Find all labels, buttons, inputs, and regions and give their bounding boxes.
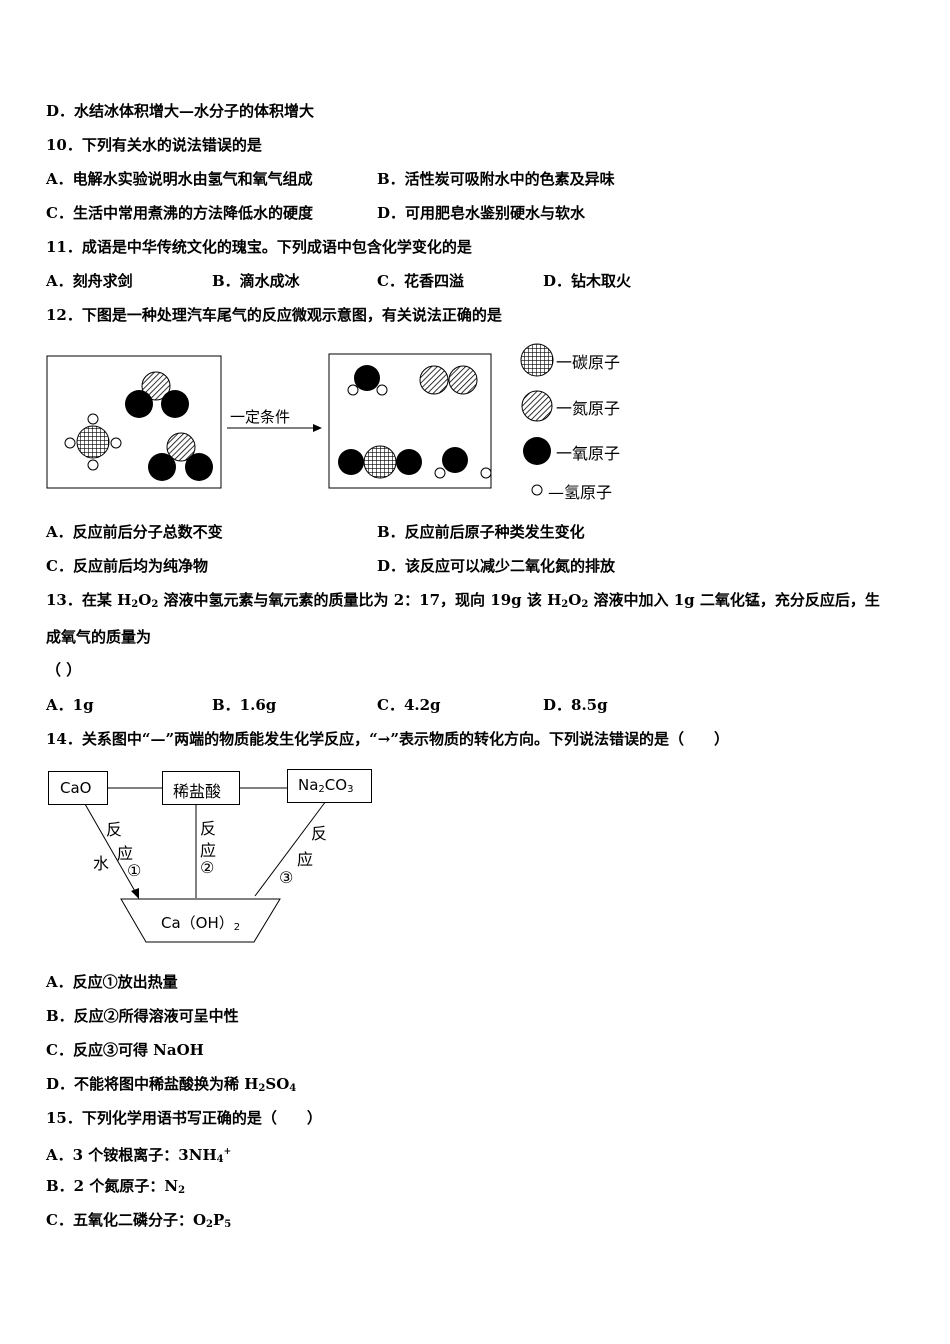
legend-carbon: 一碳原子 bbox=[556, 353, 621, 372]
q10-option-c: C．生活中常用煮沸的方法降低水的硬度 bbox=[46, 204, 313, 222]
node-dilute-hcl: 稀盐酸 bbox=[162, 771, 240, 805]
q15-option-b: B．2 个氮原子：N2 bbox=[46, 1177, 186, 1196]
edge1-water: 水 bbox=[93, 854, 110, 873]
q10-option-d: D．可用肥皂水鉴别硬水与软水 bbox=[377, 204, 586, 222]
edge3-char2: 应 bbox=[297, 850, 314, 869]
q13-stem-line2: 成氧气的质量为 bbox=[46, 628, 152, 646]
node-na2co3: Na2CO3 bbox=[287, 769, 372, 803]
q13-option-b: B．1.6g bbox=[212, 696, 277, 714]
q9-option-d: D．水结冰体积增大—水分子的体积增大 bbox=[46, 102, 315, 120]
q11-stem: 11．成语是中华传统文化的瑰宝。下列成语中包含化学变化的是 bbox=[46, 238, 472, 256]
q13-option-c: C．4.2g bbox=[377, 696, 441, 714]
q14-option-d: D．不能将图中稀盐酸换为稀 H2SO4 bbox=[46, 1075, 297, 1094]
q10-option-b: B．活性炭可吸附水中的色素及异味 bbox=[377, 170, 615, 188]
node-na2co3-label: Na2CO3 bbox=[298, 776, 354, 795]
arrow-condition-label: 一定条件 bbox=[230, 408, 291, 426]
q12-option-d: D．该反应可以减少二氧化氮的排放 bbox=[377, 557, 616, 575]
q15-option-c: C．五氧化二磷分子：O2P5 bbox=[46, 1211, 232, 1230]
edge3-char1: 反 bbox=[311, 824, 328, 843]
q14-option-a: A．反应①放出热量 bbox=[46, 973, 178, 991]
q14-option-c: C．反应③可得 NaOH bbox=[46, 1041, 204, 1059]
q11-option-b: B．滴水成冰 bbox=[212, 272, 300, 290]
q11-option-a: A．刻舟求剑 bbox=[46, 272, 133, 290]
q12-stem: 12．下图是一种处理汽车尾气的反应微观示意图，有关说法正确的是 bbox=[46, 306, 502, 324]
edge3-number: ③ bbox=[279, 868, 294, 887]
q10-option-a: A．电解水实验说明水由氢气和氧气组成 bbox=[46, 170, 313, 188]
legend-oxygen: 一氧原子 bbox=[556, 444, 621, 463]
node-cao-label: CaO bbox=[60, 779, 92, 797]
q12-option-b: B．反应前后原子种类发生变化 bbox=[377, 523, 585, 541]
legend-hydrogen: —氢原子 bbox=[548, 483, 613, 502]
edge1-char1: 反 bbox=[106, 820, 123, 839]
edge2-char2: 应 bbox=[200, 841, 217, 860]
q12-option-c: C．反应前后均为纯净物 bbox=[46, 557, 208, 575]
q15-option-a: A．3 个铵根离子：3NH4+ bbox=[46, 1146, 232, 1165]
node-cao: CaO bbox=[48, 771, 108, 805]
q13-option-d: D．8.5g bbox=[543, 696, 608, 714]
legend-nitrogen: 一氮原子 bbox=[556, 399, 621, 418]
node-hcl-label: 稀盐酸 bbox=[173, 782, 222, 801]
edge2-char1: 反 bbox=[200, 819, 217, 838]
q13-option-a: A．1g bbox=[46, 696, 94, 714]
q11-option-c: C．花香四溢 bbox=[377, 272, 464, 290]
q14-stem: 14．关系图中“—”两端的物质能发生化学反应，“→”表示物质的转化方向。下列说法… bbox=[46, 730, 729, 748]
q14-option-b: B．反应②所得溶液可呈中性 bbox=[46, 1007, 239, 1025]
q13-answer-paren: （ ） bbox=[46, 661, 82, 679]
edge1-char2: 应 bbox=[117, 844, 134, 863]
edge1-number: ① bbox=[127, 861, 142, 880]
edge2-number: ② bbox=[200, 858, 215, 877]
q13-stem: 13．在某 H2O2 溶液中氢元素与氧元素的质量比为 2：17，现向 19g 该… bbox=[46, 591, 880, 610]
q11-option-d: D．钻木取火 bbox=[543, 272, 632, 290]
q12-option-a: A．反应前后分子总数不变 bbox=[46, 523, 223, 541]
q15-stem: 15．下列化学用语书写正确的是（ ） bbox=[46, 1109, 322, 1127]
node-caoh2-label: Ca（OH）2 bbox=[161, 914, 241, 933]
q10-stem: 10．下列有关水的说法错误的是 bbox=[46, 136, 262, 154]
